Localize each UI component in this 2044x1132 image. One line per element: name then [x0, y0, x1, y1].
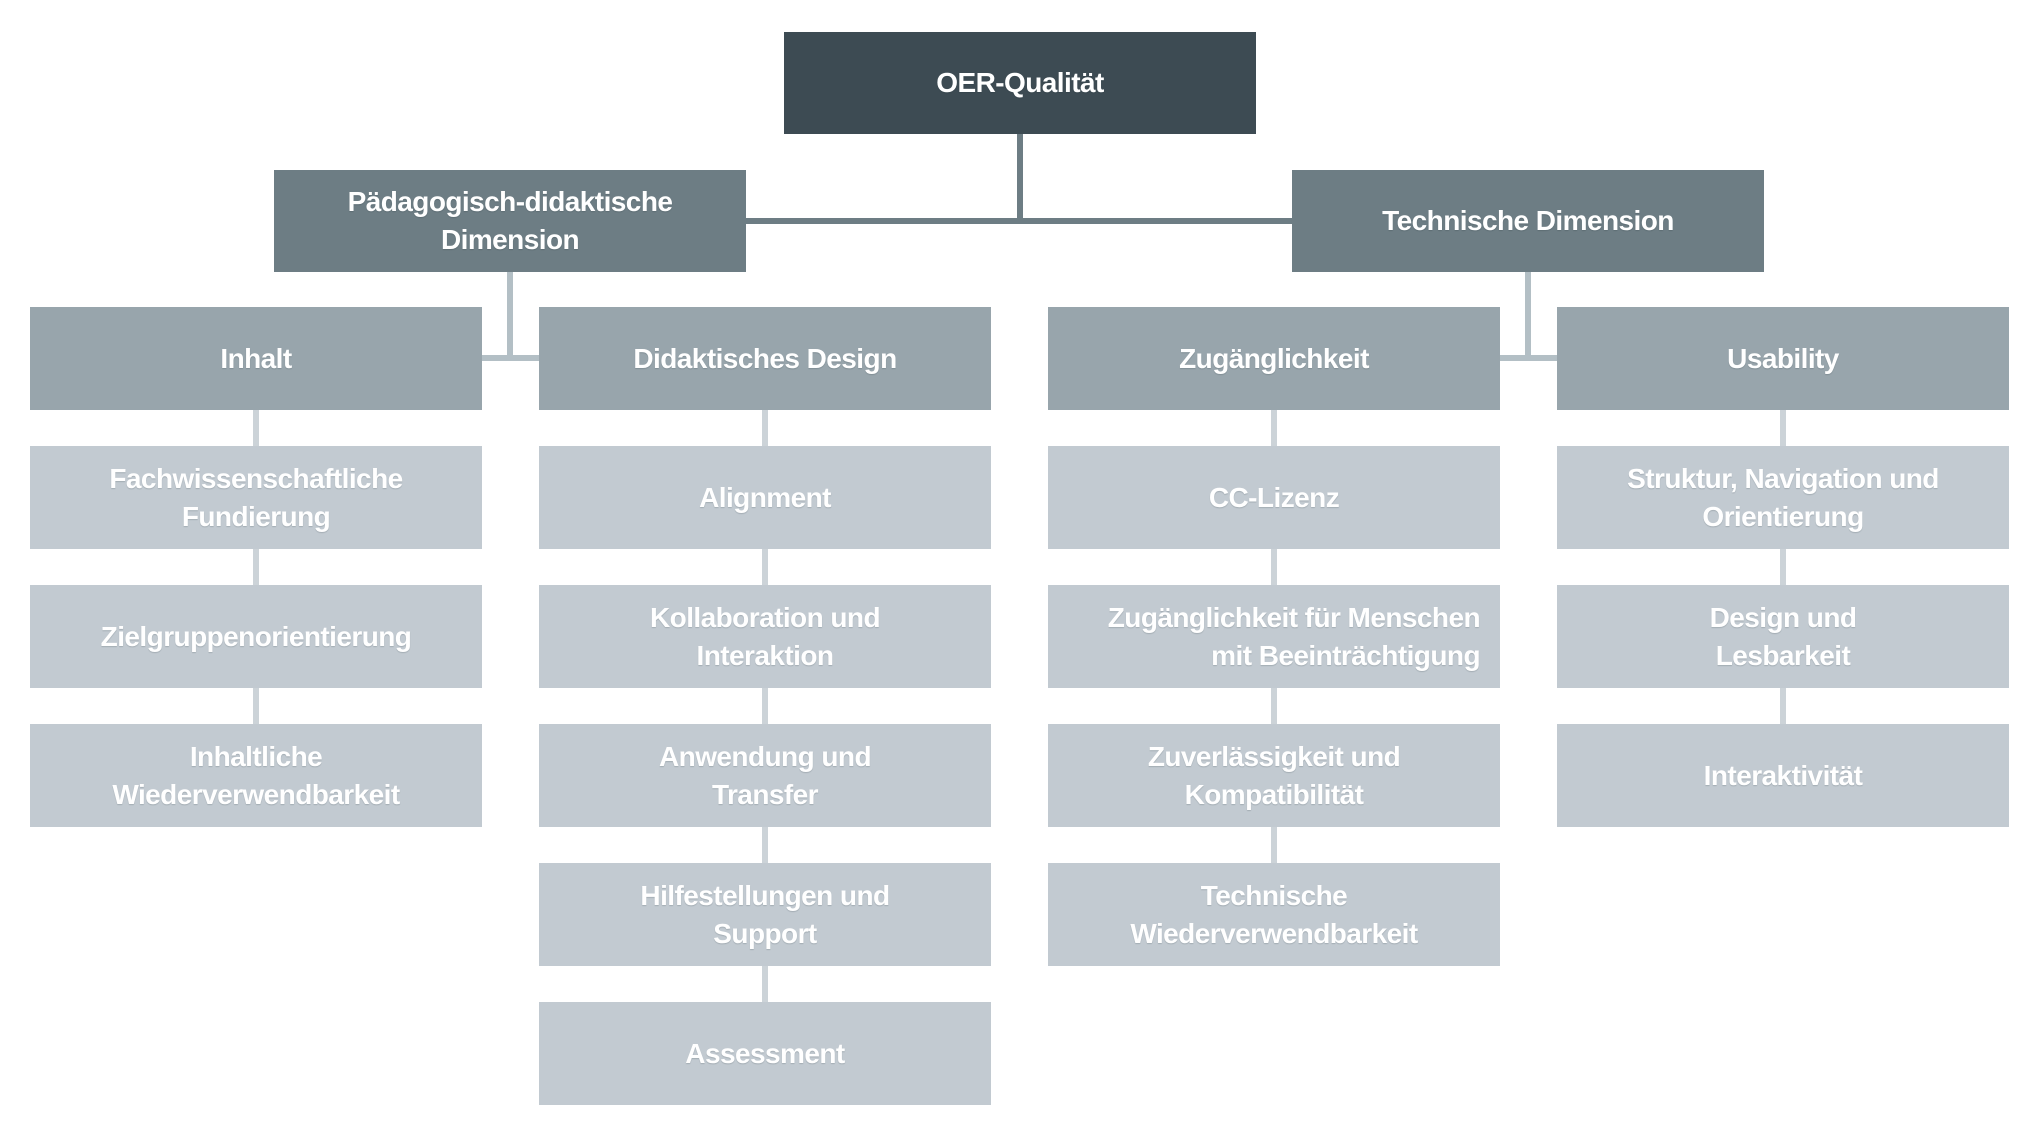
criterion-box-fachwissenschaftliche-fundierung: Fachwissenschaftliche Fundierung: [30, 446, 482, 585]
column-zugaenglichkeit: Zugänglichkeit CC-Lizenz Zugänglichkeit …: [1048, 307, 1500, 966]
category-header-usability: Usability: [1557, 307, 2009, 446]
criterion-box-kollaboration-und-interaktion: Kollaboration und Interaktion: [539, 585, 991, 724]
criterion-box-zielgruppenorientierung: Zielgruppenorientierung: [30, 585, 482, 724]
criterion-box-zugaenglichkeit-fuer-menschen: Zugänglichkeit für Menschen mit Beeinträ…: [1048, 585, 1500, 724]
criterion-box-assessment: Assessment: [539, 1002, 991, 1105]
criterion-box-anwendung-und-transfer: Anwendung und Transfer: [539, 724, 991, 863]
criterion-box-technische-wiederverwendbarkeit: Technische Wiederverwendbarkeit: [1048, 863, 1500, 966]
dimension-box-technisch: Technische Dimension: [1292, 170, 1764, 272]
criterion-box-design-und-lesbarkeit: Design und Lesbarkeit: [1557, 585, 2009, 724]
category-header-didaktisches-design: Didaktisches Design: [539, 307, 991, 446]
connector-root-vertical: [1017, 134, 1023, 224]
category-header-zugaenglichkeit: Zugänglichkeit: [1048, 307, 1500, 446]
criterion-box-alignment: Alignment: [539, 446, 991, 585]
root-box-oer-qualitaet: OER-Qualität: [784, 32, 1256, 134]
criterion-box-interaktivitaet: Interaktivität: [1557, 724, 2009, 827]
connector-dimensions-horizontal: [746, 218, 1292, 224]
dimension-box-paedagogisch-didaktisch: Pädagogisch-didaktische Dimension: [274, 170, 746, 272]
criterion-box-struktur-navigation-orientierung: Struktur, Navigation und Orientierung: [1557, 446, 2009, 585]
criterion-box-inhaltliche-wiederverwendbarkeit: Inhaltliche Wiederverwendbarkeit: [30, 724, 482, 827]
column-usability: Usability Struktur, Navigation und Orien…: [1557, 307, 2009, 827]
connector-inhalt-didaktisch-horizontal: [482, 355, 539, 361]
connector-paedagogisch-vertical: [507, 272, 513, 361]
connector-technisch-vertical: [1525, 272, 1531, 361]
category-header-inhalt: Inhalt: [30, 307, 482, 446]
connector-zugaenglichkeit-usability-horizontal: [1500, 355, 1557, 361]
criterion-box-cc-lizenz: CC-Lizenz: [1048, 446, 1500, 585]
criterion-box-hilfestellungen-und-support: Hilfestellungen und Support: [539, 863, 991, 1002]
column-didaktisches-design: Didaktisches Design Alignment Kollaborat…: [539, 307, 991, 1105]
column-inhalt: Inhalt Fachwissenschaftliche Fundierung …: [30, 307, 482, 827]
criterion-box-zuverlaessigkeit-und-kompatibilitaet: Zuverlässigkeit und Kompatibilität: [1048, 724, 1500, 863]
